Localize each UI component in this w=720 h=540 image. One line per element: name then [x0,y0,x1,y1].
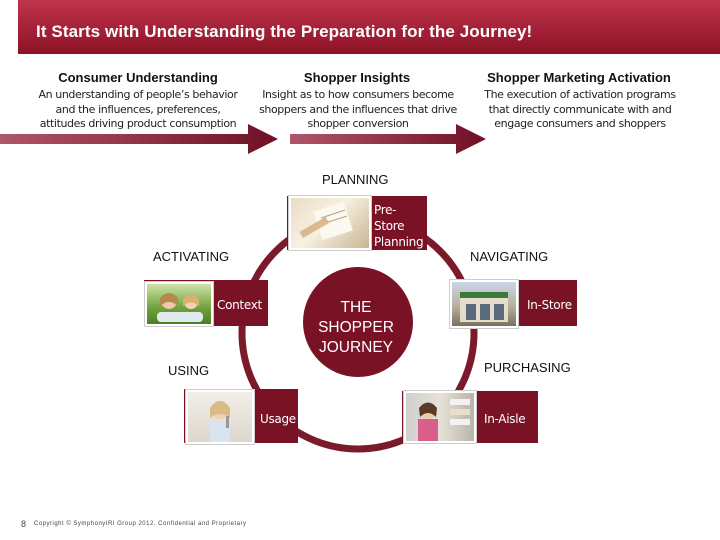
description-line: An understanding of people’s behavior [38,88,238,101]
notepad-icon [299,201,353,241]
consumer-understanding-heading: Consumer Understanding [58,70,218,85]
description-line: shopper conversion [307,117,409,130]
store-icon [460,292,508,322]
activating-box-text: Context [217,298,262,312]
shopper-insights-heading: Shopper Insights [303,70,411,85]
navigating-photo [450,280,518,328]
box-line: Store [374,219,405,233]
woman-eating-icon [210,401,230,442]
purchasing-label: PURCHASING [484,360,571,375]
using-box-text: Usage [260,412,296,426]
activating-photo [145,282,213,326]
page-number: 8 [21,519,27,529]
consumer-understanding-description: An understanding of people’s behavior an… [30,88,246,132]
center-line: SHOPPER [318,319,394,336]
purchasing-box-text: In-Aisle [484,412,526,426]
description-line: engage consumers and shoppers [494,117,666,130]
shopper-aisle-icon [418,399,470,441]
purchasing-photo [404,391,476,443]
shopper-marketing-activation-description: The execution of activation programs tha… [474,88,686,132]
planning-box-text: Pre- Store Planning [374,202,424,250]
activating-label: ACTIVATING [153,249,230,264]
planning-label: PLANNING [322,172,389,187]
navigating-box-text: In-Store [527,298,572,312]
description-line: that directly communicate with and [488,102,672,116]
shopper-insights-description: Insight as to how consumers become shopp… [256,88,460,132]
center-line: THE [340,299,372,316]
box-line: Planning [374,235,424,249]
description-line: shoppers and the influences that drive [259,102,457,116]
shopper-marketing-activation-heading: Shopper Marketing Activation [487,70,671,85]
navigating-label: NAVIGATING [470,249,549,264]
description-line: The execution of activation programs [484,88,676,101]
using-photo [186,390,254,444]
arrow-icon [0,124,486,154]
box-line: Pre- [374,203,397,217]
title-bar [18,0,720,54]
description-line: Insight as to how consumers become [262,88,454,101]
description-line: and the influences, preferences, [55,102,221,116]
center-circle [303,267,413,377]
description-line: attitudes driving product consumption [39,117,237,130]
center-line: JOURNEY [318,339,394,356]
using-label: USING [168,363,210,378]
planning-photo [289,196,371,250]
shopper-journey-center: THE SHOPPER JOURNEY [302,298,410,358]
family-icon [157,293,203,322]
copyright-text: Copyright © SymphonyIRI Group 2012. Conf… [34,521,247,527]
page-title: It Starts with Understanding the Prepara… [36,22,533,41]
